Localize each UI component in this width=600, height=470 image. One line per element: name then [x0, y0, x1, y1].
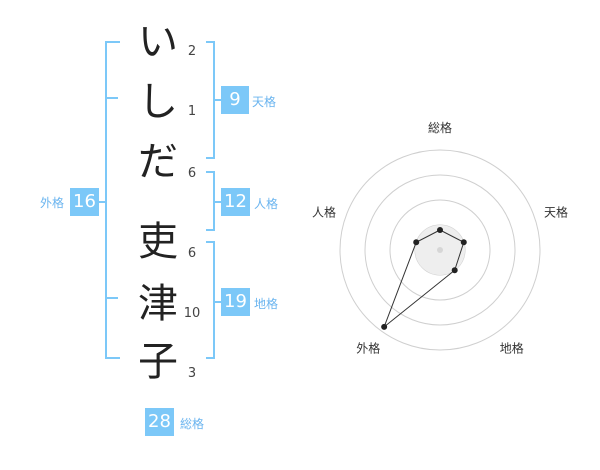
- stroke-count-6: 3: [187, 366, 197, 381]
- stroke-count-5: 10: [183, 306, 201, 321]
- gaikaku-bracket: [105, 41, 120, 359]
- radar-center-dot: [437, 247, 443, 253]
- radar-center-fill: [415, 225, 465, 275]
- radar-point: [451, 267, 458, 274]
- name-char-5: 津: [138, 281, 178, 327]
- radar-points: [381, 227, 467, 330]
- radar-ring: [364, 174, 516, 326]
- gaikaku-label: 外格: [40, 196, 65, 210]
- soukaku-label: 総格: [180, 417, 205, 431]
- radar-axis-label: 地格: [500, 341, 524, 356]
- chikaku-badge: 19: [221, 288, 250, 316]
- chikaku-bracket: [206, 241, 215, 359]
- name-char-2: し: [138, 79, 178, 125]
- radar-polygon: [383, 229, 465, 329]
- name-char-6: 子: [138, 339, 178, 385]
- stroke-count-1: 2: [187, 44, 197, 59]
- radar-axis-label: 天格: [544, 204, 568, 219]
- stroke-count-4: 6: [187, 246, 197, 261]
- radar-point: [460, 239, 467, 246]
- jinkaku-badge: 12: [221, 188, 250, 216]
- tenkaku-badge: 9: [221, 86, 249, 114]
- tenkaku-label: 天格: [252, 95, 277, 109]
- stroke-count-3: 6: [187, 166, 197, 181]
- name-char-1: い: [138, 19, 178, 65]
- name-char-4: 吏: [138, 219, 178, 265]
- radar-point: [413, 239, 420, 246]
- jinkaku-bracket: [206, 171, 215, 231]
- radar-point: [437, 227, 443, 233]
- gaikaku-badge: 16: [70, 188, 99, 216]
- radar-point: [381, 323, 388, 330]
- radar-axis-label: 人格: [312, 204, 336, 219]
- radar-axis-label: 外格: [356, 341, 380, 356]
- stroke-count-2: 1: [187, 104, 197, 119]
- tenkaku-bracket: [206, 41, 215, 159]
- radar-axis-label: 総格: [428, 120, 452, 135]
- chikaku-label: 地格: [254, 297, 279, 311]
- radar-ring: [339, 149, 541, 351]
- name-char-3: だ: [138, 139, 178, 185]
- radar-ring: [389, 199, 491, 301]
- soukaku-badge: 28: [145, 408, 174, 436]
- jinkaku-label: 人格: [254, 197, 279, 211]
